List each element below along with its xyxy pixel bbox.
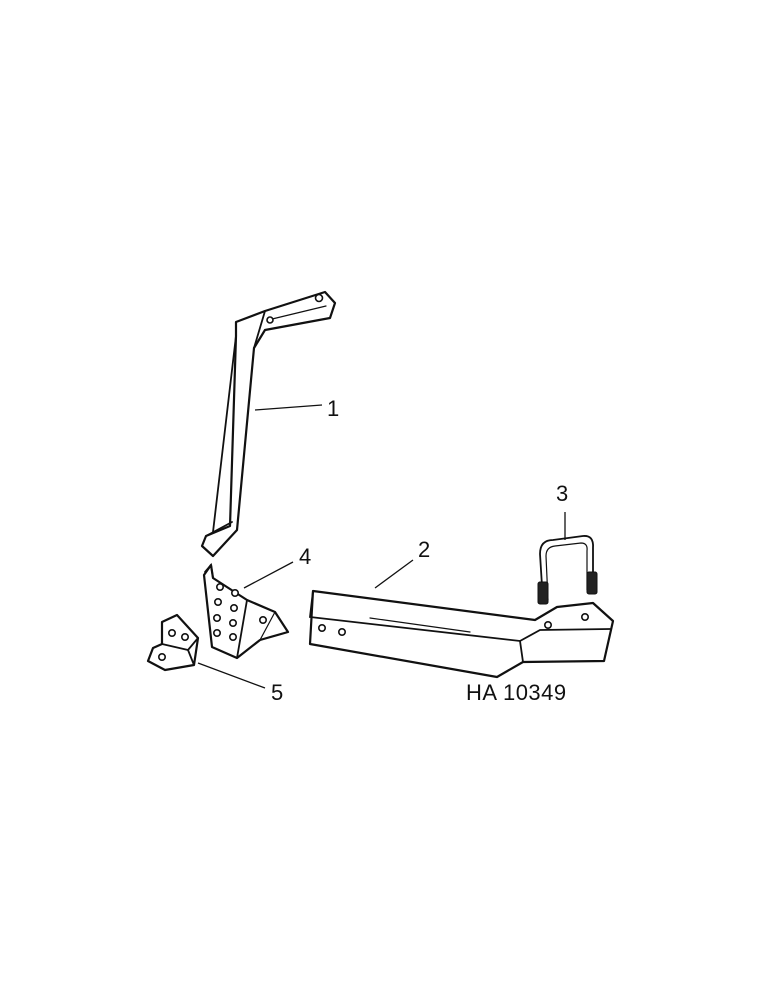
part-2-bent-rail bbox=[308, 589, 615, 679]
callout-5: 5 bbox=[271, 680, 283, 705]
leader-2 bbox=[374, 559, 414, 589]
callout-3: 3 bbox=[556, 481, 568, 506]
callout-2: 2 bbox=[418, 537, 430, 562]
part-5-angle-bracket bbox=[146, 613, 200, 672]
leader-lines bbox=[197, 404, 566, 689]
leader-4 bbox=[243, 561, 294, 589]
leader-1 bbox=[254, 404, 323, 411]
callout-1: 1 bbox=[327, 396, 339, 421]
figure-code: HA 10349 bbox=[466, 680, 567, 705]
part-4-plate-bracket bbox=[202, 562, 290, 660]
leader-5 bbox=[197, 662, 266, 689]
part-3-u-bolt bbox=[537, 535, 598, 605]
part-1-brace bbox=[200, 290, 337, 558]
callout-4: 4 bbox=[299, 544, 311, 569]
